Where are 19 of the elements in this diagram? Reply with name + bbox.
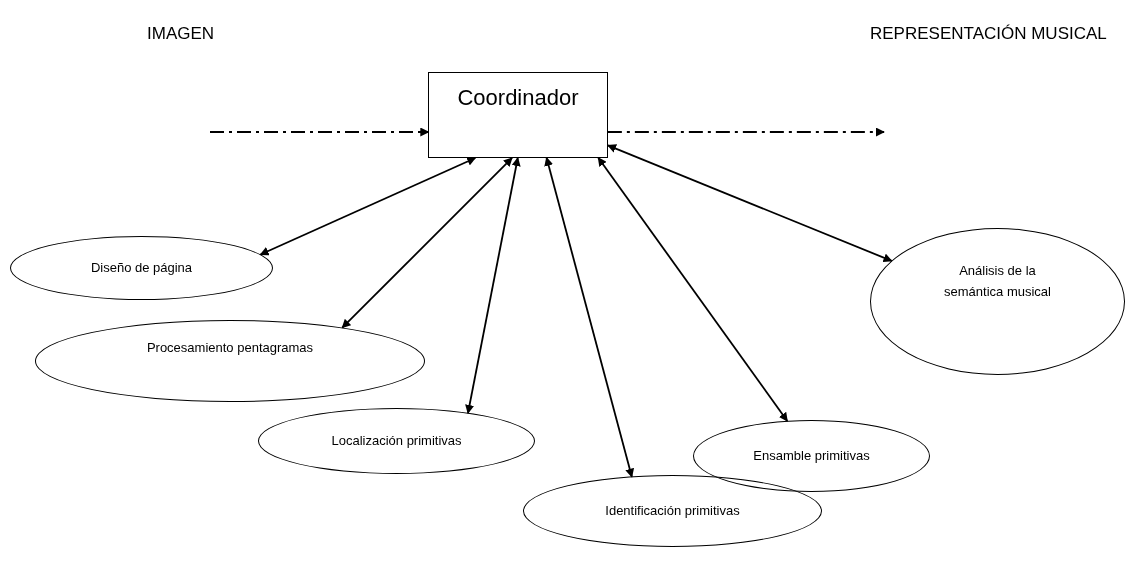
heading-label: REPRESENTACIÓN MUSICAL: [870, 24, 1107, 44]
node-label: Ensamble primitivas: [753, 446, 870, 465]
arrow: [341, 157, 513, 329]
node-label: Coordinador: [457, 84, 579, 113]
process-box: [428, 72, 608, 158]
process-ellipse: [870, 228, 1125, 375]
arrow: [597, 156, 789, 422]
node-label: Identificación primitivas: [605, 501, 740, 520]
arrow: [209, 127, 430, 137]
arrow: [606, 127, 885, 137]
arrow: [544, 156, 635, 478]
arrow: [259, 157, 477, 256]
node-label: Diseño de página: [90, 258, 193, 277]
node-label: Localización primitivas: [331, 431, 462, 450]
arrow: [606, 144, 893, 262]
heading-label: IMAGEN: [147, 24, 215, 44]
node-label: Procesamiento pentagramas: [146, 338, 314, 357]
arrow: [465, 157, 521, 414]
node-label: Análisis de la semántica musical: [943, 261, 1052, 301]
